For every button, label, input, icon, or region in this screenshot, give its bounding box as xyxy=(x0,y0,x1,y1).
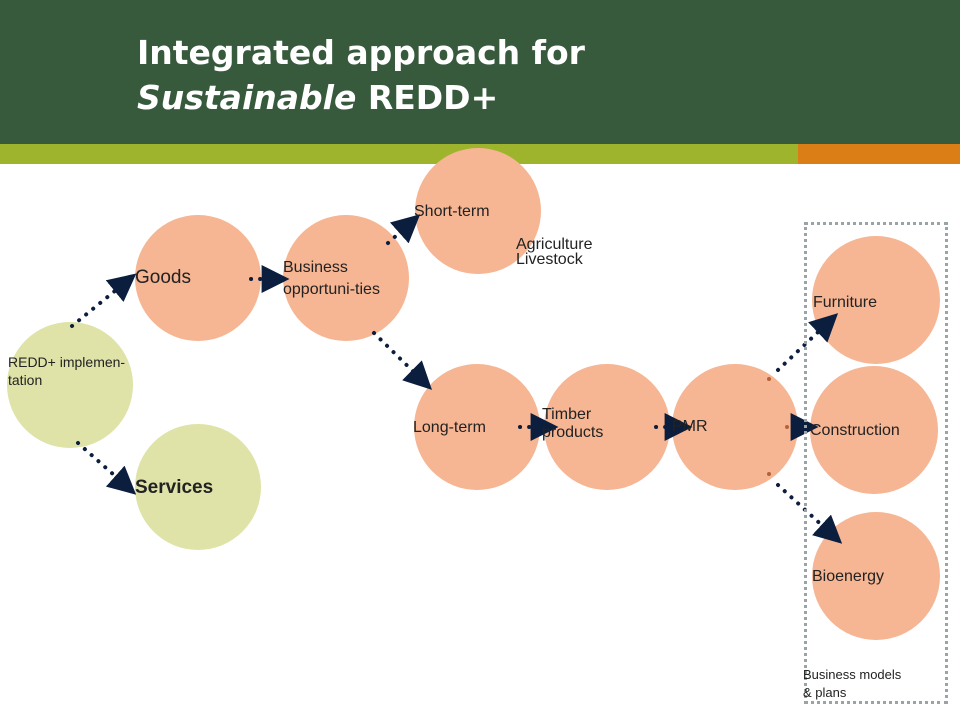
node-business-opportunities xyxy=(283,215,409,341)
connector-business-to-short-term xyxy=(386,214,421,245)
label-redd-implementation: REDD+ implemen- tation xyxy=(8,354,126,388)
title-italic-word: Sustainable xyxy=(137,78,357,117)
business-models-box xyxy=(804,222,948,704)
connector-pmr-to-furniture xyxy=(776,313,839,372)
node-bioenergy xyxy=(812,512,940,640)
label-bioenergy: Bioenergy xyxy=(812,568,885,585)
box-caption: Business models & plans xyxy=(803,667,902,700)
label-pmr: PMR xyxy=(672,418,708,435)
connector-dot-pmr-middle xyxy=(785,425,789,429)
label-short-term: Short-term xyxy=(414,203,490,220)
node-furniture xyxy=(812,236,940,364)
connector-redd-to-services xyxy=(76,441,137,495)
label-goods: Goods xyxy=(135,267,191,288)
node-redd-implementation xyxy=(7,322,133,448)
connector-dot-pmr-lower xyxy=(767,472,771,476)
connector-dot-pmr-upper xyxy=(767,377,771,381)
label-construction: Construction xyxy=(810,422,900,439)
connector-redd-to-goods xyxy=(70,273,137,328)
label-long-term: Long-term xyxy=(413,419,486,436)
connector-business-to-long-term xyxy=(372,331,432,390)
header-bar xyxy=(0,0,960,144)
label-business-opportunities: Business opportuni-ties xyxy=(283,259,380,298)
label-livestock: Livestock xyxy=(516,251,583,268)
title-line-2: REDD+ xyxy=(356,78,499,117)
label-timber-products: Timber products xyxy=(542,406,604,441)
page-title: Integrated approach for Sustainable REDD… xyxy=(137,30,585,120)
node-long-term xyxy=(414,364,540,490)
node-short-term xyxy=(415,148,541,274)
label-furniture: Furniture xyxy=(813,294,878,311)
label-agriculture: Agriculture xyxy=(516,236,593,253)
accent-stripe-orange xyxy=(798,144,960,164)
node-timber-products xyxy=(544,364,670,490)
title-line-1: Integrated approach for xyxy=(137,33,585,72)
node-construction xyxy=(810,366,938,494)
accent-stripe-green xyxy=(0,144,798,164)
label-services: Services xyxy=(135,477,214,498)
node-goods xyxy=(135,215,261,341)
node-pmr xyxy=(672,364,798,490)
node-services xyxy=(135,424,261,550)
